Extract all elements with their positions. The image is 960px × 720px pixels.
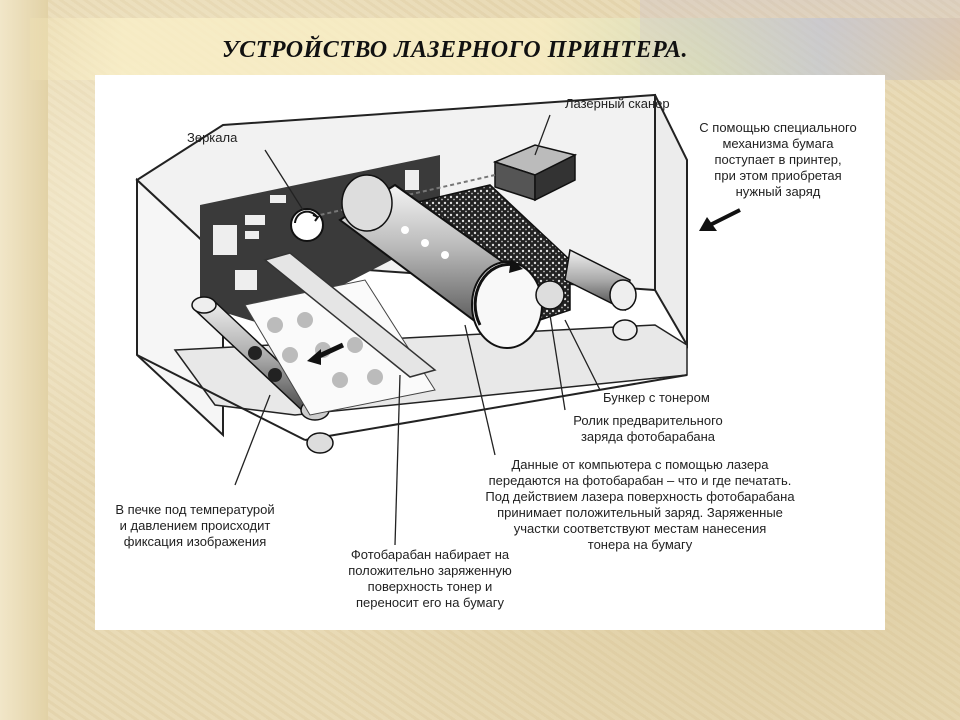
paper-feed-arrow <box>699 208 741 231</box>
label-paper-feed: С помощью специального механизма бумага … <box>699 120 856 199</box>
label-charge-roller-line: Ролик предварительного <box>573 413 723 428</box>
label-laser-data-line: передаются на фотобарабан – что и где пе… <box>489 473 792 488</box>
label-fuser-line: и давлением происходит <box>120 518 271 533</box>
transfer-strip <box>263 252 437 378</box>
label-paper-feed-line: механизма бумага <box>722 136 834 151</box>
label-laser-data-line: Под действием лазера поверхность фотобар… <box>485 489 795 504</box>
label-fuser-line: В печке под температурой <box>115 502 274 517</box>
label-drum-line: Фотобарабан набирает на <box>351 547 510 562</box>
callout-lines <box>234 114 601 546</box>
label-laser-data-line: принимает положительный заряд. Заряженны… <box>497 505 783 520</box>
label-mirrors: Зеркала <box>187 130 238 145</box>
label-paper-feed-line: при этом приобретая <box>714 168 841 183</box>
label-paper-feed-line: С помощью специального <box>699 120 856 135</box>
label-drum-line: поверхность тонер и <box>368 579 493 594</box>
label-laser-data: Данные от компьютера с помощью лазера пе… <box>485 457 795 552</box>
label-paper-feed-line: нужный заряд <box>736 184 821 199</box>
laser-printer-diagram: Лазерный сканер Зеркала С помощью специа… <box>115 93 857 610</box>
left-border-strip <box>0 0 48 720</box>
label-drum: Фотобарабан набирает на положительно зар… <box>348 547 512 610</box>
page-title: УСТРОЙСТВО ЛАЗЕРНОГО ПРИНТЕРА. <box>222 37 689 63</box>
photo-drum <box>338 174 543 349</box>
label-laser-data-line: тонера на бумагу <box>588 537 693 552</box>
label-laser-scanner: Лазерный сканер <box>565 96 670 111</box>
paper-sheet <box>244 279 436 416</box>
charge-roller <box>535 248 638 341</box>
laser-scanner <box>319 144 578 216</box>
label-drum-line: переносит его на бумагу <box>356 595 504 610</box>
label-fuser-line: фиксация изображения <box>124 534 267 549</box>
label-charge-roller-line: заряда фотобарабана <box>581 429 716 444</box>
label-paper-feed-line: поступает в принтер, <box>714 152 841 167</box>
label-laser-data-line: участки соответствуют местам нанесения <box>514 521 767 536</box>
label-fuser: В печке под температурой и давлением про… <box>115 502 274 549</box>
label-toner-hopper: Бункер с тонером <box>603 390 710 405</box>
title-banner <box>30 18 960 80</box>
mirror <box>290 208 324 242</box>
label-drum-line: положительно заряженную <box>348 563 512 578</box>
label-laser-data-line: Данные от компьютера с помощью лазера <box>511 457 769 472</box>
label-charge-roller: Ролик предварительного заряда фотобараба… <box>573 413 723 444</box>
